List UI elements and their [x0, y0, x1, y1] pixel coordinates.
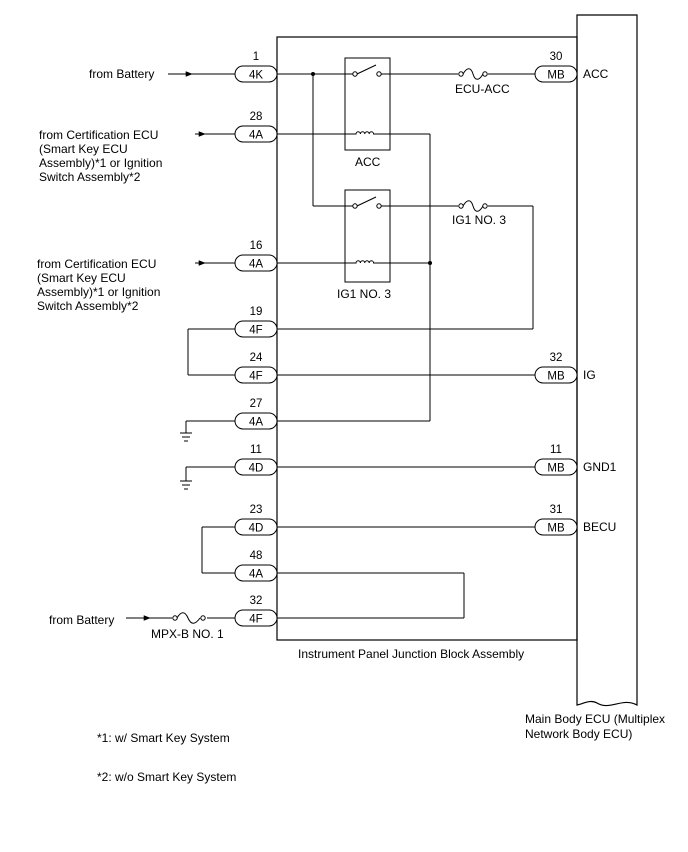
connector-4f-32: 4F 32 — [234, 595, 278, 627]
svg-text:32: 32 — [250, 595, 263, 607]
connector-4d-11: 4D 11 — [234, 444, 278, 476]
svg-text:Assembly)*1 or Ignition: Assembly)*1 or Ignition — [39, 156, 162, 170]
ig1-relay — [344, 189, 391, 283]
svg-text:1: 1 — [253, 51, 259, 63]
svg-text:Switch Assembly*2: Switch Assembly*2 — [37, 299, 139, 313]
svg-text:30: 30 — [550, 51, 563, 63]
svg-text:19: 19 — [250, 306, 263, 318]
input-cert-2: from Certification ECU (Smart Key ECU As… — [37, 257, 160, 313]
input-battery-1: from Battery — [89, 67, 154, 81]
svg-text:MB: MB — [547, 463, 565, 475]
main-body-ecu-bar — [576, 14, 638, 707]
svg-text:4A: 4A — [249, 569, 263, 581]
svg-text:31: 31 — [550, 504, 563, 516]
acc-relay-label: ACC — [355, 155, 381, 169]
svg-text:from Certification ECU: from Certification ECU — [37, 257, 156, 271]
fuse-mpx-b-label: MPX-B NO. 1 — [151, 627, 224, 641]
svg-text:4F: 4F — [249, 325, 262, 337]
svg-text:from Battery: from Battery — [89, 67, 154, 81]
junction-block-box — [276, 36, 578, 641]
svg-text:4A: 4A — [249, 259, 263, 271]
connector-4f-19: 4F 19 — [234, 306, 278, 338]
svg-text:(Smart Key ECU: (Smart Key ECU — [37, 271, 126, 285]
svg-text:MB: MB — [547, 371, 565, 383]
svg-text:IG: IG — [583, 368, 596, 382]
connector-mb-11: MB 11 GND1 — [534, 444, 617, 476]
fuse-ig1-no3 — [458, 200, 488, 212]
input-battery-2: from Battery — [49, 613, 114, 627]
fuse-mpx-b — [172, 612, 206, 624]
svg-text:from Battery: from Battery — [49, 613, 114, 627]
svg-text:23: 23 — [250, 504, 263, 516]
connector-4a-27: 4A 27 — [234, 398, 278, 430]
ecu-label-line2: Network Body ECU) — [525, 727, 632, 741]
connector-4a-16: 4A 16 — [234, 240, 278, 272]
connector-4a-48: 4A 48 — [234, 550, 278, 582]
connector-4a-28: 4A 28 — [234, 111, 278, 143]
svg-text:16: 16 — [250, 240, 263, 252]
svg-text:4F: 4F — [249, 614, 262, 626]
ecu-label-line1: Main Body ECU (Multiplex — [525, 712, 665, 726]
svg-text:4F: 4F — [249, 371, 262, 383]
svg-text:(Smart Key ECU: (Smart Key ECU — [39, 142, 128, 156]
acc-relay — [344, 57, 391, 151]
input-cert-1: from Certification ECU (Smart Key ECU As… — [39, 128, 162, 184]
note-2: *2: w/o Smart Key System — [97, 770, 236, 784]
junction-block-label: Instrument Panel Junction Block Assembly — [298, 647, 524, 661]
svg-text:4D: 4D — [249, 463, 264, 475]
svg-text:MB: MB — [547, 523, 565, 535]
svg-text:MB: MB — [547, 70, 565, 82]
connector-mb-30: MB 30 ACC — [534, 51, 609, 83]
fuse-ecu-acc — [458, 68, 488, 80]
note-1: *1: w/ Smart Key System — [97, 731, 230, 745]
svg-text:32: 32 — [550, 352, 563, 364]
svg-text:24: 24 — [250, 352, 263, 364]
fuse-ecu-acc-label: ECU-ACC — [455, 82, 510, 96]
svg-text:48: 48 — [250, 550, 263, 562]
connector-mb-31: MB 31 BECU — [534, 504, 616, 536]
connector-mb-32: MB 32 IG — [534, 352, 596, 384]
svg-text:Assembly)*1 or Ignition: Assembly)*1 or Ignition — [37, 285, 160, 299]
svg-text:11: 11 — [550, 444, 562, 456]
connector-4f-24: 4F 24 — [234, 352, 278, 384]
wires — [126, 71, 535, 621]
svg-text:4K: 4K — [249, 70, 263, 82]
ground-symbol — [180, 480, 192, 490]
connector-4k-1: 4K 1 — [234, 51, 278, 83]
svg-text:BECU: BECU — [583, 520, 616, 534]
fuse-ig1-no3-label: IG1 NO. 3 — [452, 213, 506, 227]
svg-text:4A: 4A — [249, 130, 263, 142]
svg-text:28: 28 — [250, 111, 263, 123]
svg-text:Switch Assembly*2: Switch Assembly*2 — [39, 170, 141, 184]
svg-text:from Certification ECU: from Certification ECU — [39, 128, 158, 142]
svg-text:ACC: ACC — [583, 67, 609, 81]
junction-dot — [428, 261, 432, 265]
svg-text:4A: 4A — [249, 417, 263, 429]
ground-symbol — [180, 432, 192, 442]
svg-text:11: 11 — [250, 444, 262, 456]
svg-text:4D: 4D — [249, 523, 264, 535]
svg-text:27: 27 — [250, 398, 263, 410]
ig1-relay-label: IG1 NO. 3 — [337, 287, 391, 301]
svg-text:GND1: GND1 — [583, 460, 617, 474]
junction-dot — [311, 72, 315, 76]
connector-4d-23: 4D 23 — [234, 504, 278, 536]
